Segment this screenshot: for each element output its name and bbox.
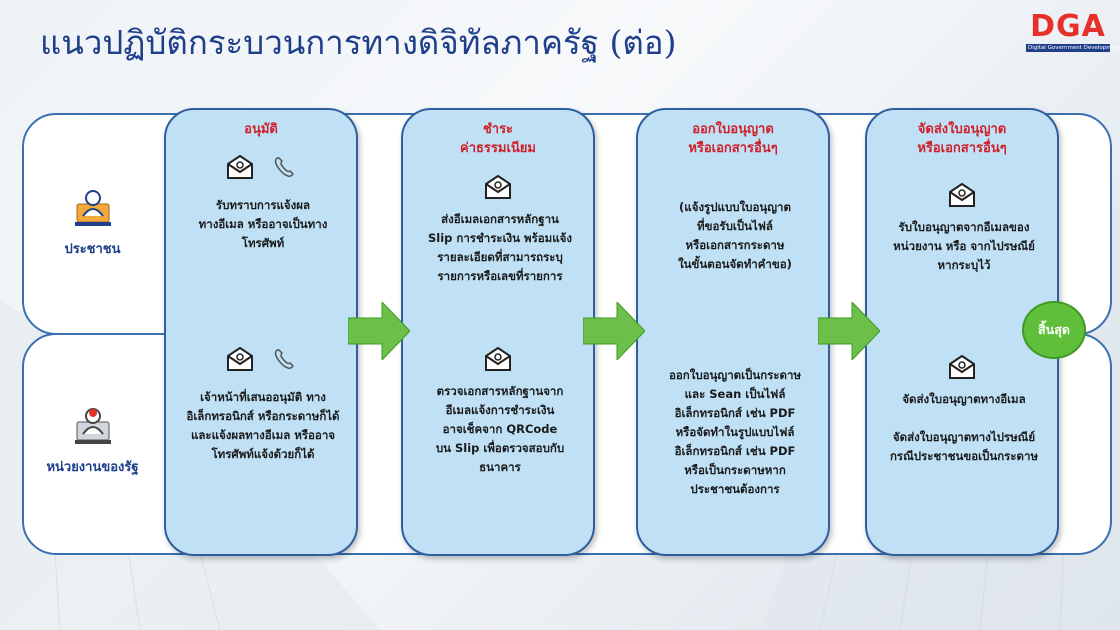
step-issue-license-header: ออกใบอนุญาต หรือเอกสารอื่นๆ (688, 122, 778, 156)
phone-icon (274, 157, 294, 177)
citizen-computer-icon (74, 190, 111, 226)
end-node: สิ้นสุด (1022, 301, 1086, 359)
step-issue-license-citizen-text: (แจ้งรูปแบบใบอนุญาต ที่ขอรับเป็นไฟล์ หรื… (678, 200, 792, 271)
step-approve-citizen-text: รับทราบการแจ้งผล ทางอีเมล หรืออาจเป็นทาง… (198, 198, 328, 250)
step-payment-agency-text: ตรวจเอกสารหลักฐานจาก อีเมลแจ้งการชำระเงิ… (435, 384, 565, 474)
flow-arrow-3 (818, 302, 880, 360)
email-icon (485, 174, 511, 199)
step-payment-citizen-text: ส่งอีเมลเอกสารหลักฐาน Slip การชำระเงิน พ… (427, 212, 573, 283)
step-issue-license-column: ออกใบอนุญาต หรือเอกสารอื่นๆ (แจ้งรูปแบบใ… (636, 108, 830, 556)
actor-citizen: ประชาชน (30, 186, 155, 259)
actor-agency-label: หน่วยงานของรัฐ (46, 460, 139, 475)
email-icon (949, 354, 975, 379)
logo-text: DGA (1030, 9, 1106, 44)
flow-arrow-1 (348, 302, 410, 360)
step-payment-header: ชำระ ค่าธรรมเนียม (460, 122, 536, 156)
step-payment-top-icons (403, 174, 593, 200)
step-approve-column: อนุมัติ รับทราบการแจ้งผล ทางอีเมล หรืออา… (164, 108, 358, 556)
step-deliver-license-column: จัดส่งใบอนุญาต หรือเอกสารอื่นๆ รับใบอนุญ… (865, 108, 1059, 556)
step-issue-license-agency-text: ออกใบอนุญาตเป็นกระดาษ และ Sean เป็นไฟล์ … (668, 368, 802, 496)
logo-subtitle: Digital Government Development Agency (1026, 44, 1120, 52)
email-icon (949, 182, 975, 207)
step-approve-agency-text: เจ้าหน้าที่เสนออนุมัติ ทาง อิเล็กทรอนิกส… (186, 390, 340, 461)
email-icon (485, 346, 511, 371)
step-approve-bottom-icons (166, 346, 356, 372)
actor-citizen-label: ประชาชน (64, 242, 121, 257)
step-payment-bottom-icons (403, 346, 593, 372)
step-deliver-license-bottom-icons (867, 354, 1057, 380)
email-icon (227, 346, 254, 371)
page-title: แนวปฏิบัติกระบวนการทางดิจิทัลภาครัฐ (ต่อ… (40, 23, 677, 62)
step-approve-header: อนุมัติ (244, 122, 278, 137)
step-deliver-license-top-icons (867, 182, 1057, 208)
step-deliver-license-header: จัดส่งใบอนุญาต หรือเอกสารอื่นๆ (917, 122, 1007, 156)
step-deliver-license-citizen-text: รับใบอนุญาตจากอีเมลของ หน่วยงาน หรือ จาก… (893, 220, 1035, 272)
dga-logo: DGA Digital Government Development Agenc… (1026, 9, 1120, 56)
flow-arrow-2 (583, 302, 645, 360)
email-icon (227, 154, 254, 179)
actor-agency: หน่วยงานของรัฐ (30, 404, 155, 477)
step-payment-column: ชำระ ค่าธรรมเนียม ส่งอีเมลเอกสารหลักฐาน … (401, 108, 595, 556)
phone-icon (274, 349, 294, 369)
step-approve-top-icons (166, 154, 356, 180)
agency-computer-icon (74, 408, 111, 444)
step-deliver-license-agency-text: จัดส่งใบอนุญาตทางอีเมล จัดส่งใบอนุญาตทาง… (889, 392, 1039, 463)
